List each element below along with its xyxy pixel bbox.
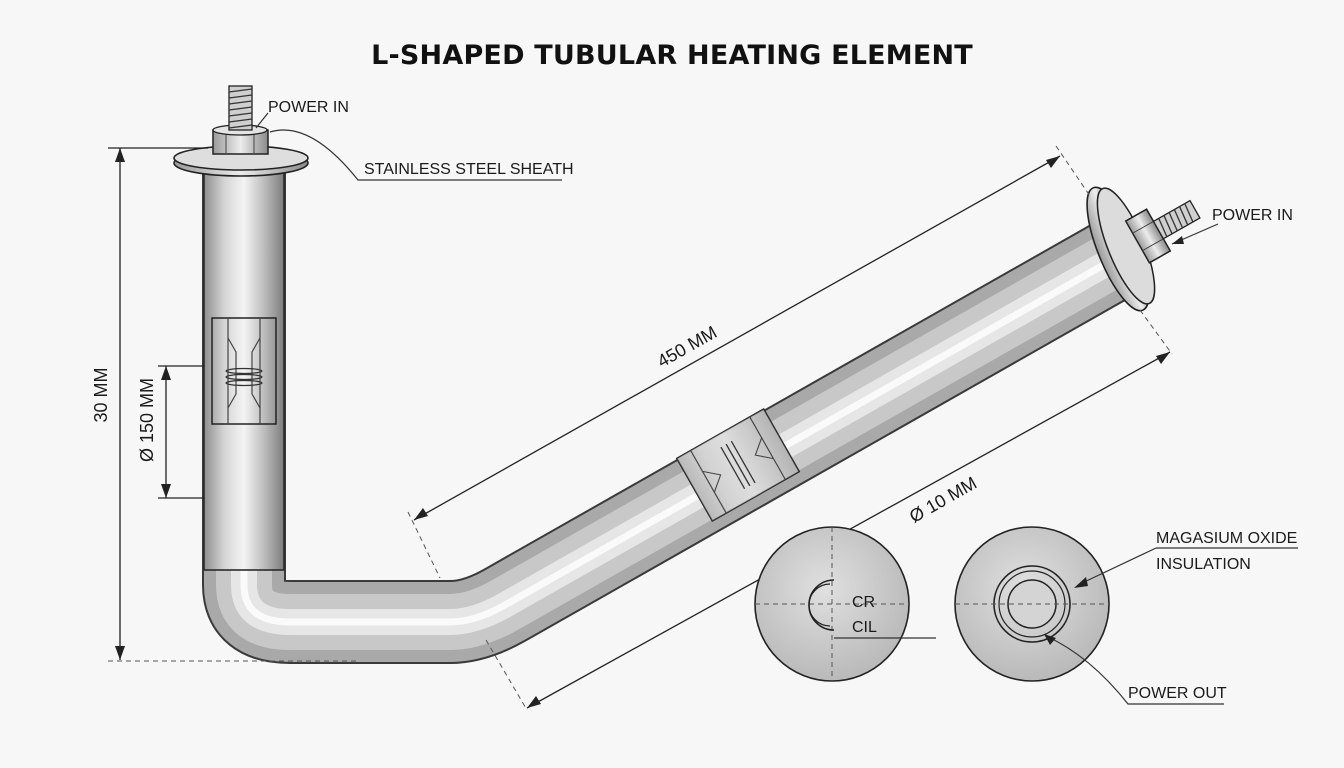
sheath-callout: STAINLESS STEEL SHEATH [269, 129, 574, 181]
vertical-coil-sleeve [211, 317, 277, 425]
cross-section-right [954, 526, 1110, 682]
height-dimension-label: 30 MM [91, 367, 111, 422]
length-dimension-label: 450 MM [654, 322, 720, 372]
cross-section-label-line2: CIL [852, 619, 877, 636]
sheath-label: STAINLESS STEEL SHEATH [364, 161, 574, 178]
top-terminal [173, 85, 309, 177]
power-in-top-label: POWER IN [268, 99, 349, 116]
tube-body [202, 169, 1151, 664]
power-in-right-callout: POWER IN [1171, 207, 1293, 245]
power-in-right-label: POWER IN [1212, 207, 1293, 224]
diagram-title: L-SHAPED TUBULAR HEATING ELEMENT [371, 40, 973, 71]
diagonal-coil-sleeve [675, 407, 801, 523]
cross-section-label-line1: CR [852, 594, 875, 611]
diameter-vertical-dimension: Ø 150 MM [137, 365, 204, 499]
power-out-label: POWER OUT [1128, 685, 1227, 702]
height-dimension: 30 MM [91, 147, 360, 662]
power-in-top-callout: POWER IN [255, 99, 349, 129]
insulation-label-line2: INSULATION [1156, 556, 1251, 573]
diameter-tube-label: Ø 10 MM [906, 473, 980, 527]
power-out-callout: POWER OUT [1044, 634, 1227, 705]
insulation-label-line1: MAGASIUM OXIDE [1156, 530, 1297, 547]
cross-section-left: CR CIL [754, 526, 936, 682]
right-terminal [1086, 186, 1201, 312]
diameter-vertical-label: Ø 150 MM [137, 378, 157, 462]
insulation-callout: MAGASIUM OXIDE INSULATION [1074, 530, 1298, 588]
